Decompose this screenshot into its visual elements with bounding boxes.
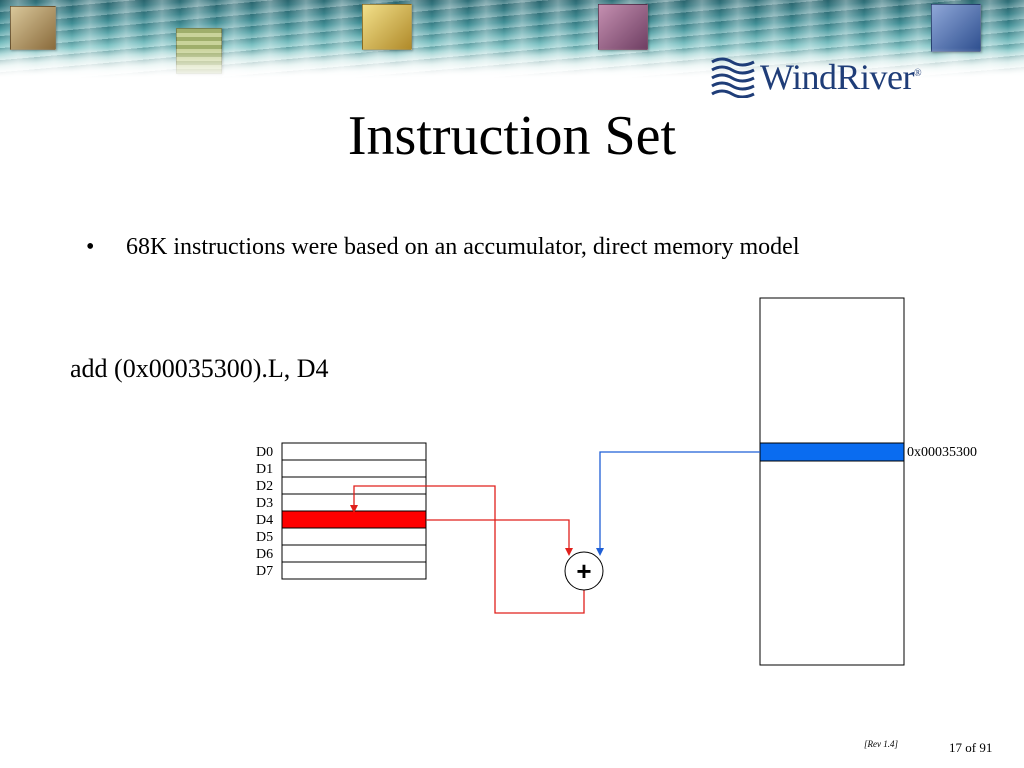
bullet-item: • 68K instructions were based on an accu…: [86, 232, 800, 262]
register-label-d7: D7: [256, 564, 273, 579]
register-cell-d7: [281, 561, 427, 580]
bullet-dot: •: [86, 234, 95, 260]
bullet-list: • 68K instructions were based on an accu…: [86, 232, 800, 262]
space-shuttle-icon: [362, 4, 412, 50]
register-arrows: [353, 485, 585, 614]
register-cell-d6: [281, 544, 427, 563]
revision-label: [Rev 1.4]: [864, 739, 898, 749]
d4-to-adder-arrow: [426, 519, 570, 548]
register-cell-d5: [281, 527, 427, 546]
adder-symbol: +: [576, 556, 591, 586]
logo-wordmark: WindRiver®: [760, 57, 922, 97]
instruction-text: add (0x00035300).L, D4: [70, 354, 329, 383]
memory-address-label: 0x00035300: [907, 445, 977, 460]
arrowhead-to-d4: [350, 505, 358, 513]
register-label-d6: D6: [256, 547, 273, 562]
adder-circle: [564, 551, 604, 591]
register-cell-d1: [281, 459, 427, 478]
register-label-d0: D0: [256, 445, 273, 460]
register-label-d3: D3: [256, 496, 273, 511]
slide-title: Instruction Set: [347, 105, 677, 167]
register-arrowheads: [350, 505, 573, 556]
memory-arrow: [599, 451, 760, 548]
memory-to-adder-arrow: [599, 451, 760, 548]
adder-to-d4-arrow: [353, 485, 585, 614]
memory-block: [759, 297, 905, 666]
bullet-text: 68K instructions were based on an accumu…: [126, 234, 800, 260]
register-cell-d0: [281, 442, 427, 461]
header-banner: [0, 0, 1024, 78]
page-number: 17 of 91: [949, 740, 993, 755]
arrowhead-to-adder: [565, 548, 573, 556]
memory-cell-highlighted: [759, 442, 905, 462]
register-label-d1: D1: [256, 462, 273, 477]
windriver-logo: WindRiver®: [710, 52, 954, 102]
floppy-disk-icon: [931, 4, 981, 52]
register-label-d5: D5: [256, 530, 273, 545]
register-cell-d4: [281, 510, 427, 529]
register-label-d2: D2: [256, 479, 273, 494]
arrowhead-memory-to-adder: [596, 548, 604, 556]
wave-logo-icon: [711, 57, 755, 98]
register-label-d4: D4: [256, 513, 273, 528]
